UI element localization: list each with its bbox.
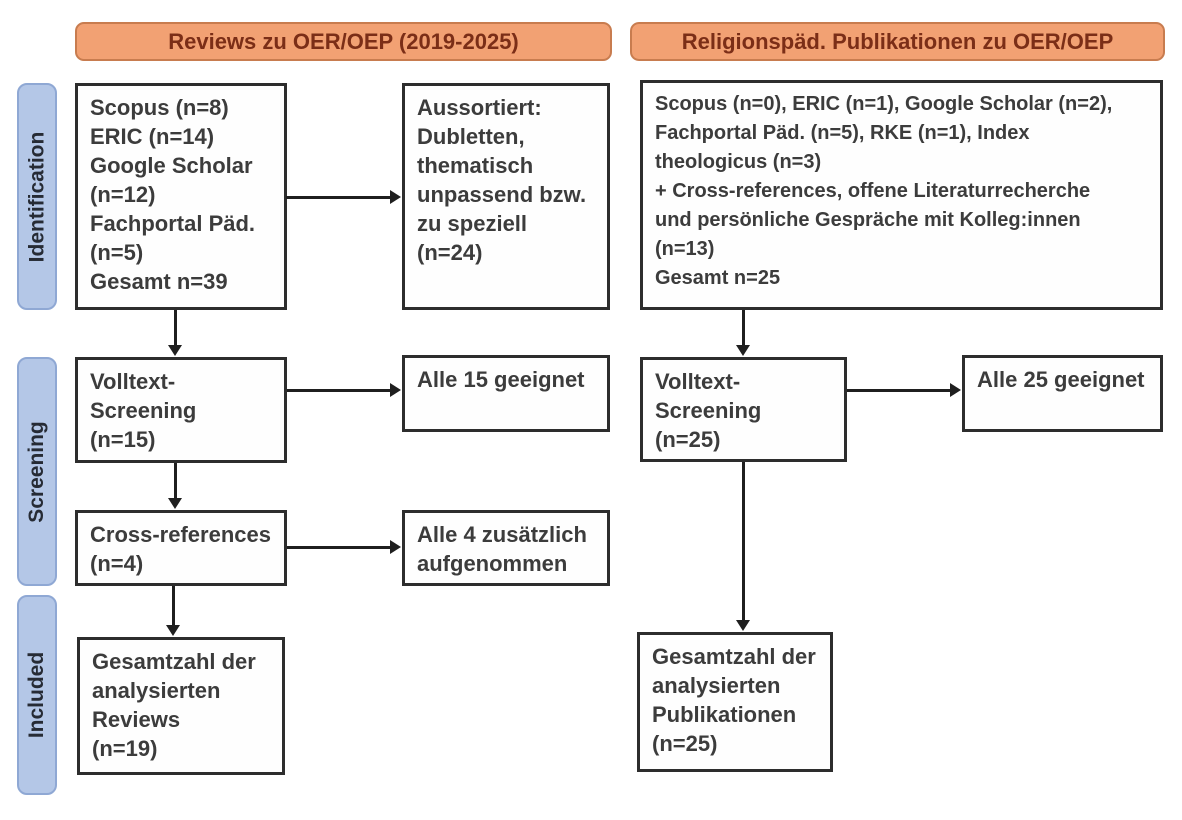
column-header-reviews: Reviews zu OER/OEP (2019-2025) bbox=[75, 22, 612, 61]
box-left-excluded-text: Aussortiert: Dubletten, thematisch unpas… bbox=[417, 95, 587, 265]
arrow-down-right-sources-to-fulltext bbox=[735, 310, 750, 356]
stage-screening: Screening bbox=[17, 357, 57, 586]
stage-screening-label: Screening bbox=[25, 420, 49, 523]
box-left-eligible: Alle 15 geeignet bbox=[402, 355, 610, 432]
arrow-down-left-crossref-to-total bbox=[165, 586, 180, 636]
stage-identification: Identification bbox=[17, 83, 57, 310]
box-left-fulltext-screening: Volltext- Screening (n=15) bbox=[75, 357, 287, 463]
box-left-crossreferences: Cross-references (n=4) bbox=[75, 510, 287, 586]
arrow-down-left-fulltext-to-crossref bbox=[167, 463, 182, 509]
box-left-total: Gesamtzahl der analysierten Reviews (n=1… bbox=[77, 637, 285, 775]
box-left-added: Alle 4 zusätzlich aufgenommen bbox=[402, 510, 610, 586]
box-right-sources: Scopus (n=0), ERIC (n=1), Google Scholar… bbox=[640, 80, 1163, 310]
arrow-right-fulltext-to-eligible-left bbox=[287, 382, 401, 397]
stage-identification-label: Identification bbox=[25, 131, 49, 262]
box-left-excluded: Aussortiert: Dubletten, thematisch unpas… bbox=[402, 83, 610, 310]
box-left-eligible-text: Alle 15 geeignet bbox=[417, 367, 585, 392]
box-left-sources: Scopus (n=8) ERIC (n=14) Google Scholar … bbox=[75, 83, 287, 310]
box-right-fulltext-screening: Volltext- Screening (n=25) bbox=[640, 357, 847, 462]
arrow-right-sources-to-excluded bbox=[286, 189, 401, 204]
arrow-down-left-sources-to-fulltext bbox=[167, 310, 182, 356]
box-right-eligible-text: Alle 25 geeignet bbox=[977, 367, 1145, 392]
box-right-eligible: Alle 25 geeignet bbox=[962, 355, 1163, 432]
box-left-total-text: Gesamtzahl der analysierten Reviews (n=1… bbox=[92, 649, 256, 761]
arrow-right-fulltext-to-eligible-right bbox=[847, 382, 961, 397]
box-right-sources-text: Scopus (n=0), ERIC (n=1), Google Scholar… bbox=[655, 93, 1113, 289]
column-header-religionspaed: Religionspäd. Publikationen zu OER/OEP bbox=[630, 22, 1165, 61]
arrow-right-crossref-to-added bbox=[287, 539, 401, 554]
box-right-total-text: Gesamtzahl der analysierten Publikatione… bbox=[652, 644, 816, 756]
arrow-down-right-fulltext-to-total bbox=[735, 462, 750, 631]
box-right-total: Gesamtzahl der analysierten Publikatione… bbox=[637, 632, 833, 772]
box-right-fulltext-screening-text: Volltext- Screening (n=25) bbox=[655, 369, 762, 452]
column-header-religionspaed-label: Religionspäd. Publikationen zu OER/OEP bbox=[681, 28, 1114, 54]
column-header-reviews-label: Reviews zu OER/OEP (2019-2025) bbox=[168, 28, 519, 54]
stage-included: Included bbox=[17, 595, 57, 795]
box-left-fulltext-screening-text: Volltext- Screening (n=15) bbox=[90, 369, 197, 452]
box-left-added-text: Alle 4 zusätzlich aufgenommen bbox=[417, 522, 587, 576]
box-left-sources-text: Scopus (n=8) ERIC (n=14) Google Scholar … bbox=[90, 95, 256, 294]
stage-included-label: Included bbox=[25, 651, 48, 739]
box-left-crossreferences-text: Cross-references (n=4) bbox=[90, 522, 271, 576]
